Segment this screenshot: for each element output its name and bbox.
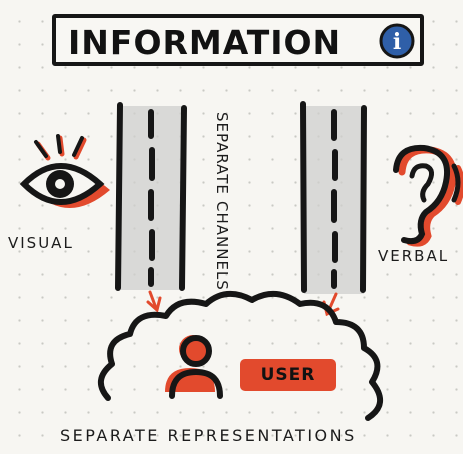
label-verbal: VERBAL: [378, 247, 450, 265]
user-icon: [165, 335, 223, 399]
label-separate-representations: SEPARATE REPRESENTATIONS: [60, 426, 357, 445]
user-badge: USER: [240, 359, 336, 391]
label-visual: VISUAL: [8, 234, 74, 252]
label-separate-channels: SEPARATE CHANNELS: [213, 112, 231, 291]
label-channels-line2: CHANNELS: [213, 200, 231, 291]
title-box: INFORMATION i: [52, 14, 424, 66]
visual-channel: [115, 102, 187, 291]
info-icon: i: [379, 23, 415, 59]
page-title: INFORMATION: [68, 23, 342, 62]
cloud-icon: [98, 291, 383, 421]
ear-icon: [393, 144, 463, 247]
info-symbol: i: [393, 29, 401, 55]
label-channels-line1: SEPARATE: [213, 112, 231, 195]
eye-icon: [19, 134, 110, 208]
verbal-channel: [300, 101, 367, 294]
